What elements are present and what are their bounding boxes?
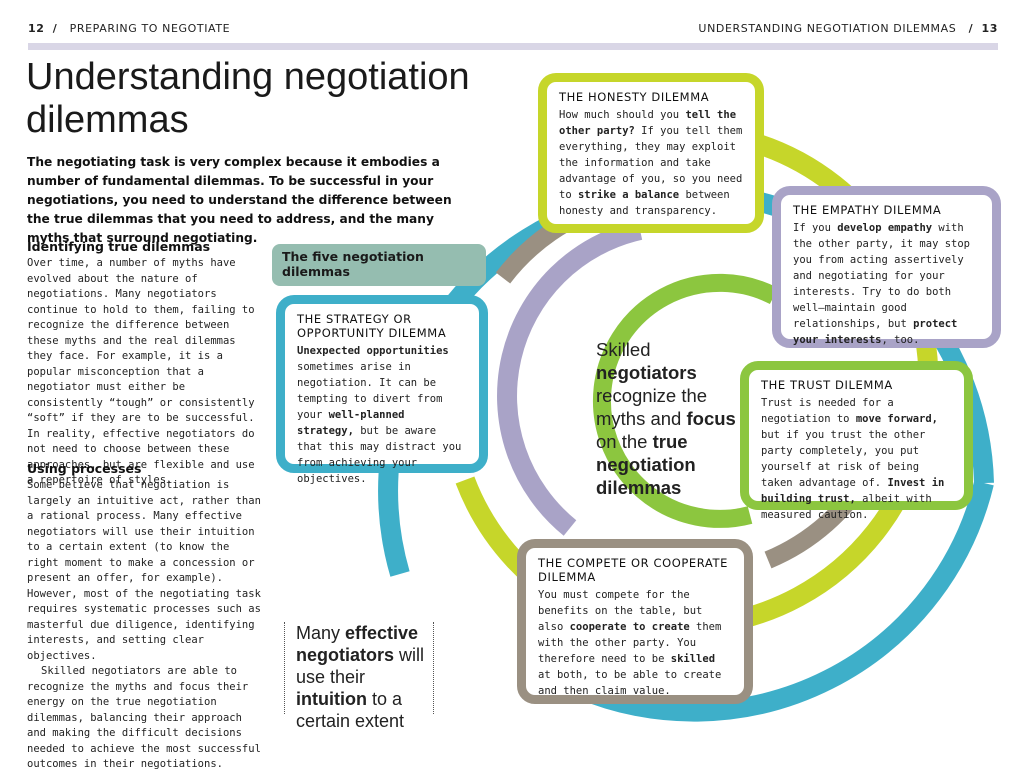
ring-blue-arc: [574, 480, 994, 722]
ring-green: [592, 273, 779, 528]
section-body: Over time, a number of myths have evolve…: [27, 257, 255, 486]
quote-bold: effective negotiators: [296, 623, 419, 665]
right-page-number: 13: [981, 22, 998, 35]
quote-bold: intuition: [296, 689, 367, 709]
dilemma-text: How much should you: [559, 109, 686, 121]
quote-text: Many: [296, 623, 346, 643]
dilemma-text: albeit with measured caution.: [761, 493, 932, 521]
honesty-dilemma-box: THE HONESTY DILEMMA How much should you …: [538, 73, 764, 233]
empathy-dilemma-box: THE EMPATHY DILEMMA If you develop empat…: [772, 186, 1001, 348]
left-running-title: PREPARING TO NEGOTIATE: [69, 22, 231, 35]
dilemma-bold: Unexpected opportunities: [297, 345, 449, 357]
dilemma-text: them with the other party. You therefore…: [538, 621, 722, 665]
dilemma-text: If you: [793, 222, 838, 234]
center-text: on the: [596, 431, 653, 452]
dilemma-bold: protect your interests: [793, 318, 958, 346]
dilemma-title: THE TRUST DILEMMA: [761, 378, 893, 392]
dilemma-bold: well-planned strategy,: [297, 409, 405, 437]
trust-dilemma-box: THE TRUST DILEMMA Trust is needed for a …: [740, 361, 973, 521]
left-page-number: 12: [28, 22, 45, 35]
dilemma-bold: strike a balance: [577, 189, 680, 201]
five-dilemmas-label: The five negotiation dilemmas: [272, 244, 486, 286]
dilemma-body: How much should you tell the other party…: [559, 107, 743, 219]
dilemma-text: with the other party, it may stop you fr…: [793, 222, 971, 330]
section-heading: Identifying true dilemmas: [27, 239, 211, 254]
dilemma-title: THE HONESTY DILEMMA: [559, 90, 710, 104]
dilemma-bold: move forward,: [855, 413, 939, 425]
center-bold: negotiators: [596, 362, 697, 383]
pull-quote: Many effective negotiators will use thei…: [284, 622, 434, 731]
dilemma-bold: tell the other party?: [559, 109, 737, 137]
header-separator: /: [968, 22, 974, 35]
dilemma-text: You must compete for the benefits on the…: [538, 589, 703, 633]
dilemma-text: but if you trust the other party complet…: [761, 429, 926, 489]
section-using-processes: Using processes Some believe that negoti…: [27, 461, 261, 773]
dilemma-text: If you tell them everything, they may ex…: [559, 125, 743, 201]
center-statement: Skilled negotiators recognize the myths …: [596, 338, 746, 499]
dilemma-body: If you develop empathy with the other pa…: [793, 220, 980, 348]
quote-text: will use their: [296, 645, 425, 687]
center-text: recognize the myths and: [596, 385, 708, 429]
section-body: Some believe that negotiation is largely…: [27, 479, 261, 662]
strategy-dilemma-box: THE STRATEGY OR OPPORTUNITY DILEMMA Unex…: [276, 295, 488, 485]
dilemma-bold: Invest in building trust,: [761, 477, 945, 505]
compete-dilemma-box: THE COMPETE OR COOPERATE DILEMMA You mus…: [517, 539, 753, 704]
dilemma-body: Trust is needed for a negotiation to mov…: [761, 395, 952, 523]
dilemma-bold: cooperate to create: [569, 621, 690, 633]
center-bold: true negotiation dilemmas: [596, 431, 696, 498]
page-title: Understanding negotiation dilemmas: [26, 56, 470, 141]
dilemma-title: THE STRATEGY OR OPPORTUNITY DILEMMA: [297, 312, 447, 340]
section-body-continued: Skilled negotiators are able to recogniz…: [27, 665, 261, 770]
section-identifying-dilemmas: Identifying true dilemmas Over time, a n…: [27, 239, 261, 489]
dilemma-text: but be aware that this may distract you …: [297, 425, 462, 485]
dilemma-title: THE COMPETE OR COOPERATE DILEMMA: [538, 556, 728, 584]
right-running-title: UNDERSTANDING NEGOTIATION DILEMMAS: [698, 22, 957, 35]
center-bold: focus: [686, 408, 736, 429]
running-header-left: 12 / PREPARING TO NEGOTIATE: [28, 22, 230, 35]
dilemma-text: at both, to be able to create and then c…: [538, 669, 722, 697]
dilemma-text: , too.: [881, 334, 920, 346]
dilemma-text: sometimes arise in negotiation. It can b…: [297, 361, 443, 421]
dilemma-text: Trust is needed for a negotiation to: [761, 397, 894, 425]
ring-lavender: [497, 220, 643, 536]
dilemma-body: You must compete for the benefits on the…: [538, 587, 732, 699]
section-heading: Using processes: [27, 461, 142, 476]
intro-paragraph: The negotiating task is very complex bec…: [27, 155, 452, 245]
header-separator: /: [52, 22, 58, 35]
header-rule: [28, 43, 998, 50]
dilemma-bold: skilled: [670, 653, 716, 665]
dilemma-bold: develop empathy: [837, 222, 933, 234]
running-header-right: UNDERSTANDING NEGOTIATION DILEMMAS / 13: [698, 22, 998, 35]
dilemma-title: THE EMPATHY DILEMMA: [793, 203, 942, 217]
dilemma-text: between honesty and transparency.: [559, 189, 730, 217]
quote-text: to a certain extent: [296, 689, 405, 731]
dilemma-body: Unexpected opportunities sometimes arise…: [297, 343, 467, 487]
center-text: Skilled: [596, 339, 651, 360]
